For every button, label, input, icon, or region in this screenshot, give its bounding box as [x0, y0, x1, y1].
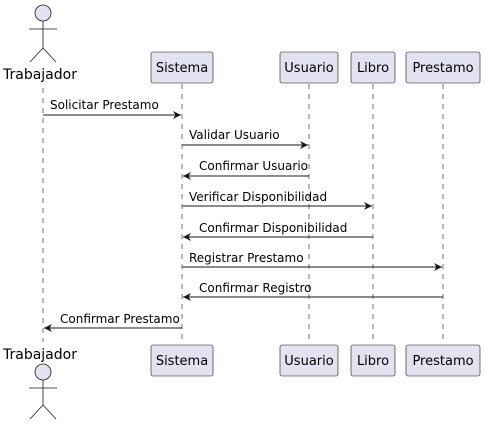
stick-figure-icon	[29, 363, 57, 420]
participant-libro-top: Libro	[350, 51, 396, 84]
message-label: Verificar Disponibilidad	[189, 190, 327, 204]
message-confirmar-disponibilidad: Confirmar Disponibilidad	[183, 221, 373, 241]
message-label: Confirmar Disponibilidad	[199, 221, 347, 235]
participant-label: Usuario	[284, 61, 333, 76]
message-validar-usuario: Validar Usuario	[182, 128, 308, 149]
actor-label: Trabajador	[2, 347, 77, 363]
message-label: Registrar Prestamo	[189, 251, 304, 265]
message-label: Confirmar Usuario	[199, 159, 308, 173]
message-label: Solicitar Prestamo	[50, 98, 159, 112]
participant-label: Prestamo	[412, 354, 473, 369]
message-confirmar-registro: Confirmar Registro	[183, 281, 443, 301]
message-confirmar-usuario: Confirmar Usuario	[183, 159, 309, 180]
participant-label: Prestamo	[412, 61, 473, 76]
participant-label: Libro	[357, 354, 389, 369]
message-confirmar-prestamo: Confirmar Prestamo	[44, 312, 182, 332]
participant-usuario-bottom: Usuario	[279, 344, 339, 377]
actor-label: Trabajador	[2, 67, 77, 83]
participant-usuario-top: Usuario	[279, 51, 339, 84]
participant-sistema-bottom: Sistema	[150, 344, 214, 377]
stick-figure-icon	[29, 4, 57, 63]
participant-label: Libro	[357, 61, 389, 76]
message-label: Confirmar Registro	[199, 281, 312, 295]
message-solicitar-prestamo: Solicitar Prestamo	[43, 98, 181, 119]
message-label: Confirmar Prestamo	[60, 312, 180, 326]
participant-label: Sistema	[156, 61, 208, 76]
message-verificar-disponibilidad: Verificar Disponibilidad	[182, 190, 372, 210]
participant-prestamo-bottom: Prestamo	[405, 344, 481, 377]
participant-libro-bottom: Libro	[350, 344, 396, 377]
actor-trabajador-bottom: Trabajador	[2, 347, 77, 420]
participant-sistema-top: Sistema	[150, 51, 214, 84]
actor-trabajador-top: Trabajador	[2, 4, 77, 83]
participant-label: Usuario	[284, 354, 333, 369]
message-registrar-prestamo: Registrar Prestamo	[182, 251, 442, 271]
lifelines	[42, 84, 444, 344]
participant-label: Sistema	[156, 354, 208, 369]
message-label: Validar Usuario	[189, 128, 280, 142]
participant-prestamo-top: Prestamo	[405, 51, 481, 84]
